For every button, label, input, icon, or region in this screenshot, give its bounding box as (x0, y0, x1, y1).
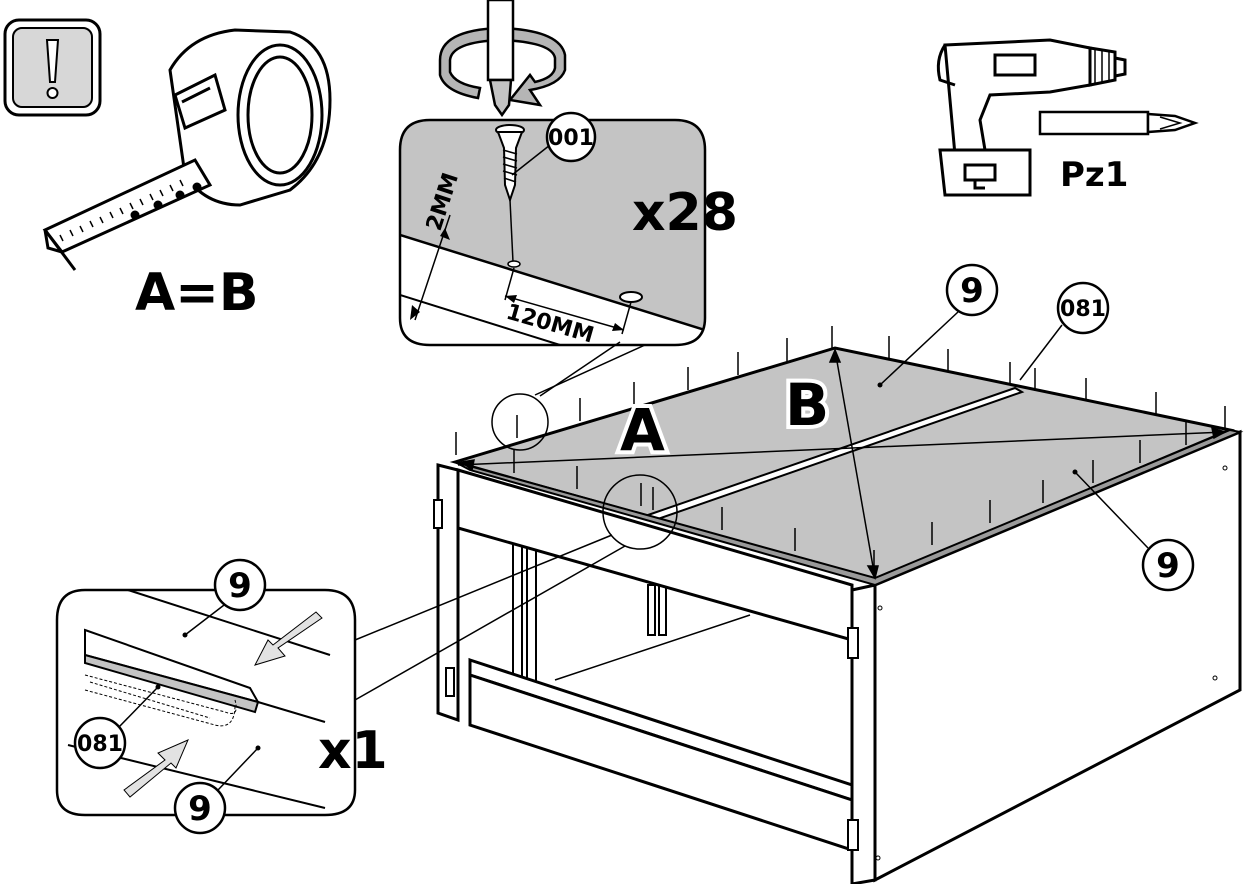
strip-code-label: 081 (1060, 297, 1106, 322)
screw-quantity: x28 (632, 183, 738, 243)
push-arrow-icon (123, 739, 189, 798)
diagonal-b-label: B (785, 371, 829, 439)
screw-part-code: 001 (548, 126, 594, 151)
strip-code-detail-label: 081 (77, 732, 123, 757)
panel-label-top: 9 (960, 271, 984, 311)
cordless-drill-icon (936, 38, 1127, 197)
screwdriver-bit-icon (1038, 110, 1199, 136)
screw-001-icon (495, 124, 525, 204)
top-back-panel (449, 346, 1244, 587)
diagonal-lines (457, 348, 1227, 580)
strip-detail-callout: 9 081 9 (55, 558, 357, 835)
strip-panel-label-bottom: 9 (188, 789, 212, 829)
measure-equation: A=B (135, 263, 258, 323)
screw-markers (455, 326, 1226, 573)
rotate-arrow-icon (438, 26, 567, 107)
diagonal-a-label: A (620, 396, 665, 464)
panel-label-right: 9 (1156, 546, 1180, 586)
screwdriver-icon (486, 0, 515, 118)
zoom-circle-strip (602, 474, 678, 550)
tape-measure-icon (42, 28, 332, 271)
zoom-circle-screw (491, 393, 549, 451)
strip-quantity: x1 (318, 721, 388, 781)
cabinet-drawing (433, 429, 1242, 884)
push-arrow-icon (254, 611, 323, 666)
exclamation-icon (3, 18, 102, 117)
bit-size-label: Pz1 (1060, 155, 1128, 195)
strip-panel-label-top: 9 (228, 566, 252, 606)
screw-detail-callout: 001 2MM 120MM (398, 111, 707, 348)
